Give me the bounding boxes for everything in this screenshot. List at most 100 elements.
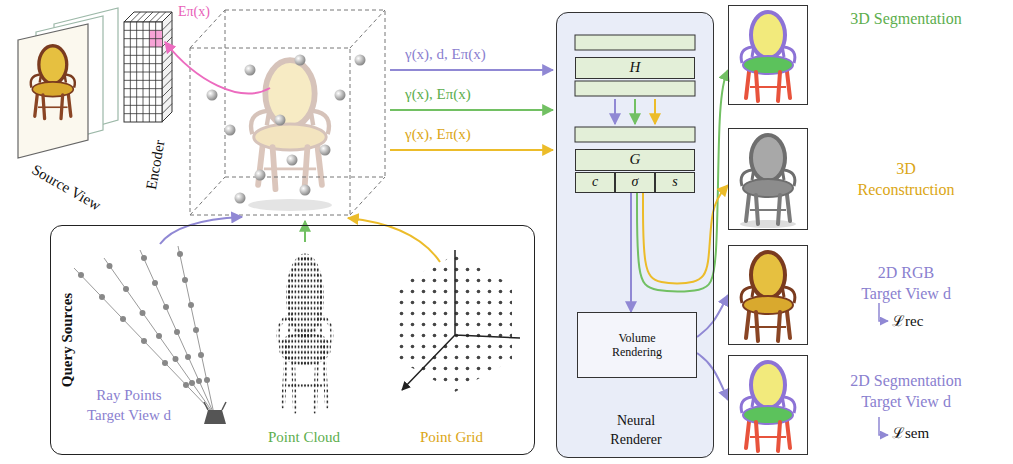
point-grid-figure [402, 250, 520, 390]
query-cube [320, 145, 331, 156]
query-cube [295, 55, 306, 66]
loss-hook [879, 303, 888, 435]
ray-points-figure [78, 251, 210, 388]
output-images [741, 135, 795, 224]
ray-points-figure [99, 294, 105, 300]
ray-points-figure [74, 217, 242, 424]
source-view-stack [18, 24, 88, 158]
ray-points-figure [182, 277, 188, 283]
query-cube [245, 65, 256, 76]
process-box: Volume Rendering [577, 312, 697, 378]
input-arrows [390, 69, 553, 71]
query-cube [255, 170, 266, 181]
node-text: H [630, 58, 641, 78]
output-image: 3D Reconstruction [728, 128, 808, 230]
query-cube [275, 115, 286, 126]
output-images [741, 252, 795, 341]
node-text: Neural Renderer [610, 413, 661, 447]
output-image: 3D Segmentation [728, 5, 808, 105]
ray-points-figure [140, 310, 146, 316]
query-cube [190, 10, 385, 215]
encoder-grid [124, 12, 172, 122]
ray-points-figure [123, 286, 129, 292]
node-text: ℒsem [892, 425, 929, 441]
ray-points-figure [204, 377, 210, 383]
ray-points-figure [204, 402, 226, 410]
ray-points-figure [173, 356, 179, 362]
ray-points-figure [198, 352, 204, 358]
query-cube [300, 185, 311, 196]
node-text: c [592, 173, 598, 191]
query-cube [287, 155, 298, 166]
node-text: σ [632, 173, 639, 191]
input-label: γ(x), Eπ(x) [405, 86, 471, 102]
renderer-layers [575, 127, 695, 142]
node-text: 2D Segmentation Target View d [850, 372, 962, 410]
ray-points-figure [189, 380, 195, 386]
ray-points-figure [174, 329, 180, 335]
query-cube [207, 55, 366, 204]
ray-points-figure [78, 272, 84, 278]
output-image: 2D RGB Target View dℒrec [728, 245, 808, 345]
point-cloud-figure [278, 257, 332, 410]
point-cloud-figure [278, 221, 332, 410]
query-cube [225, 125, 236, 136]
query-cube [355, 55, 366, 66]
ray-points-figure [185, 354, 191, 360]
query-cube [248, 199, 332, 211]
renderer-layers [614, 99, 616, 124]
node-text: 2D RGB Target View d [861, 264, 951, 302]
feature-lookup-arrow [165, 42, 270, 93]
node-text: 3D Segmentation [850, 10, 962, 27]
input-label: γ(x), d, Eπ(x) [405, 46, 486, 62]
output-images [740, 12, 796, 451]
query-cube [190, 48, 350, 215]
ray-points-figure [141, 255, 147, 261]
neural-renderer-panel: Neural Renderer H Gc σ sVolume Rendering [556, 12, 714, 458]
query-cube [190, 10, 385, 215]
ray-points-figure [162, 360, 168, 366]
ray-points-figure [156, 333, 162, 339]
encoder-grid [124, 12, 172, 122]
flow-arrow [697, 295, 728, 337]
ray-points-figure [163, 304, 169, 310]
input-arrows [390, 149, 553, 151]
ray-points-figure [183, 382, 189, 388]
loss-hook [879, 417, 888, 435]
query-label: Point Cloud [268, 429, 340, 445]
network-layer: H [575, 57, 695, 79]
ray-points-figure [193, 327, 199, 333]
renderer-layers [575, 35, 695, 50]
input-arrows [390, 109, 553, 111]
encoder-label: Encoder [143, 139, 167, 191]
node-text: s [672, 173, 677, 191]
ray-points-figure [152, 280, 158, 286]
view-label: Source View [29, 161, 103, 213]
ray-points-figure [204, 410, 226, 424]
ray-points-figure [188, 302, 194, 308]
node-text: Volume Rendering [598, 331, 676, 360]
query-label: Point Grid [420, 429, 483, 445]
query-label: Ray Points Target View d [87, 387, 171, 423]
flow-arrow [697, 353, 728, 400]
node-text: Query Sources [58, 293, 78, 387]
feature-label: Eπ(x) [178, 4, 210, 19]
loss-hook [879, 303, 888, 321]
output-image: 2D Segmentation Target View dℒsem [728, 355, 808, 455]
renderer-layers [575, 81, 695, 96]
output-images [741, 362, 795, 451]
point-grid-figure [348, 218, 520, 392]
query-cube [251, 60, 329, 189]
output-images [740, 220, 796, 228]
renderer-layers [556, 12, 714, 458]
ray-points-figure [141, 338, 147, 344]
node-text: ℒrec [892, 313, 923, 329]
renderer-layers [634, 99, 636, 124]
ray-points-figure [120, 316, 126, 322]
node-text: G [630, 150, 641, 170]
renderer-layers [654, 99, 656, 124]
ray-points-figure [107, 263, 113, 269]
output-cell: c [575, 172, 615, 193]
input-label: γ(x), Eπ(x) [405, 126, 471, 142]
output-cell: s [655, 172, 695, 193]
